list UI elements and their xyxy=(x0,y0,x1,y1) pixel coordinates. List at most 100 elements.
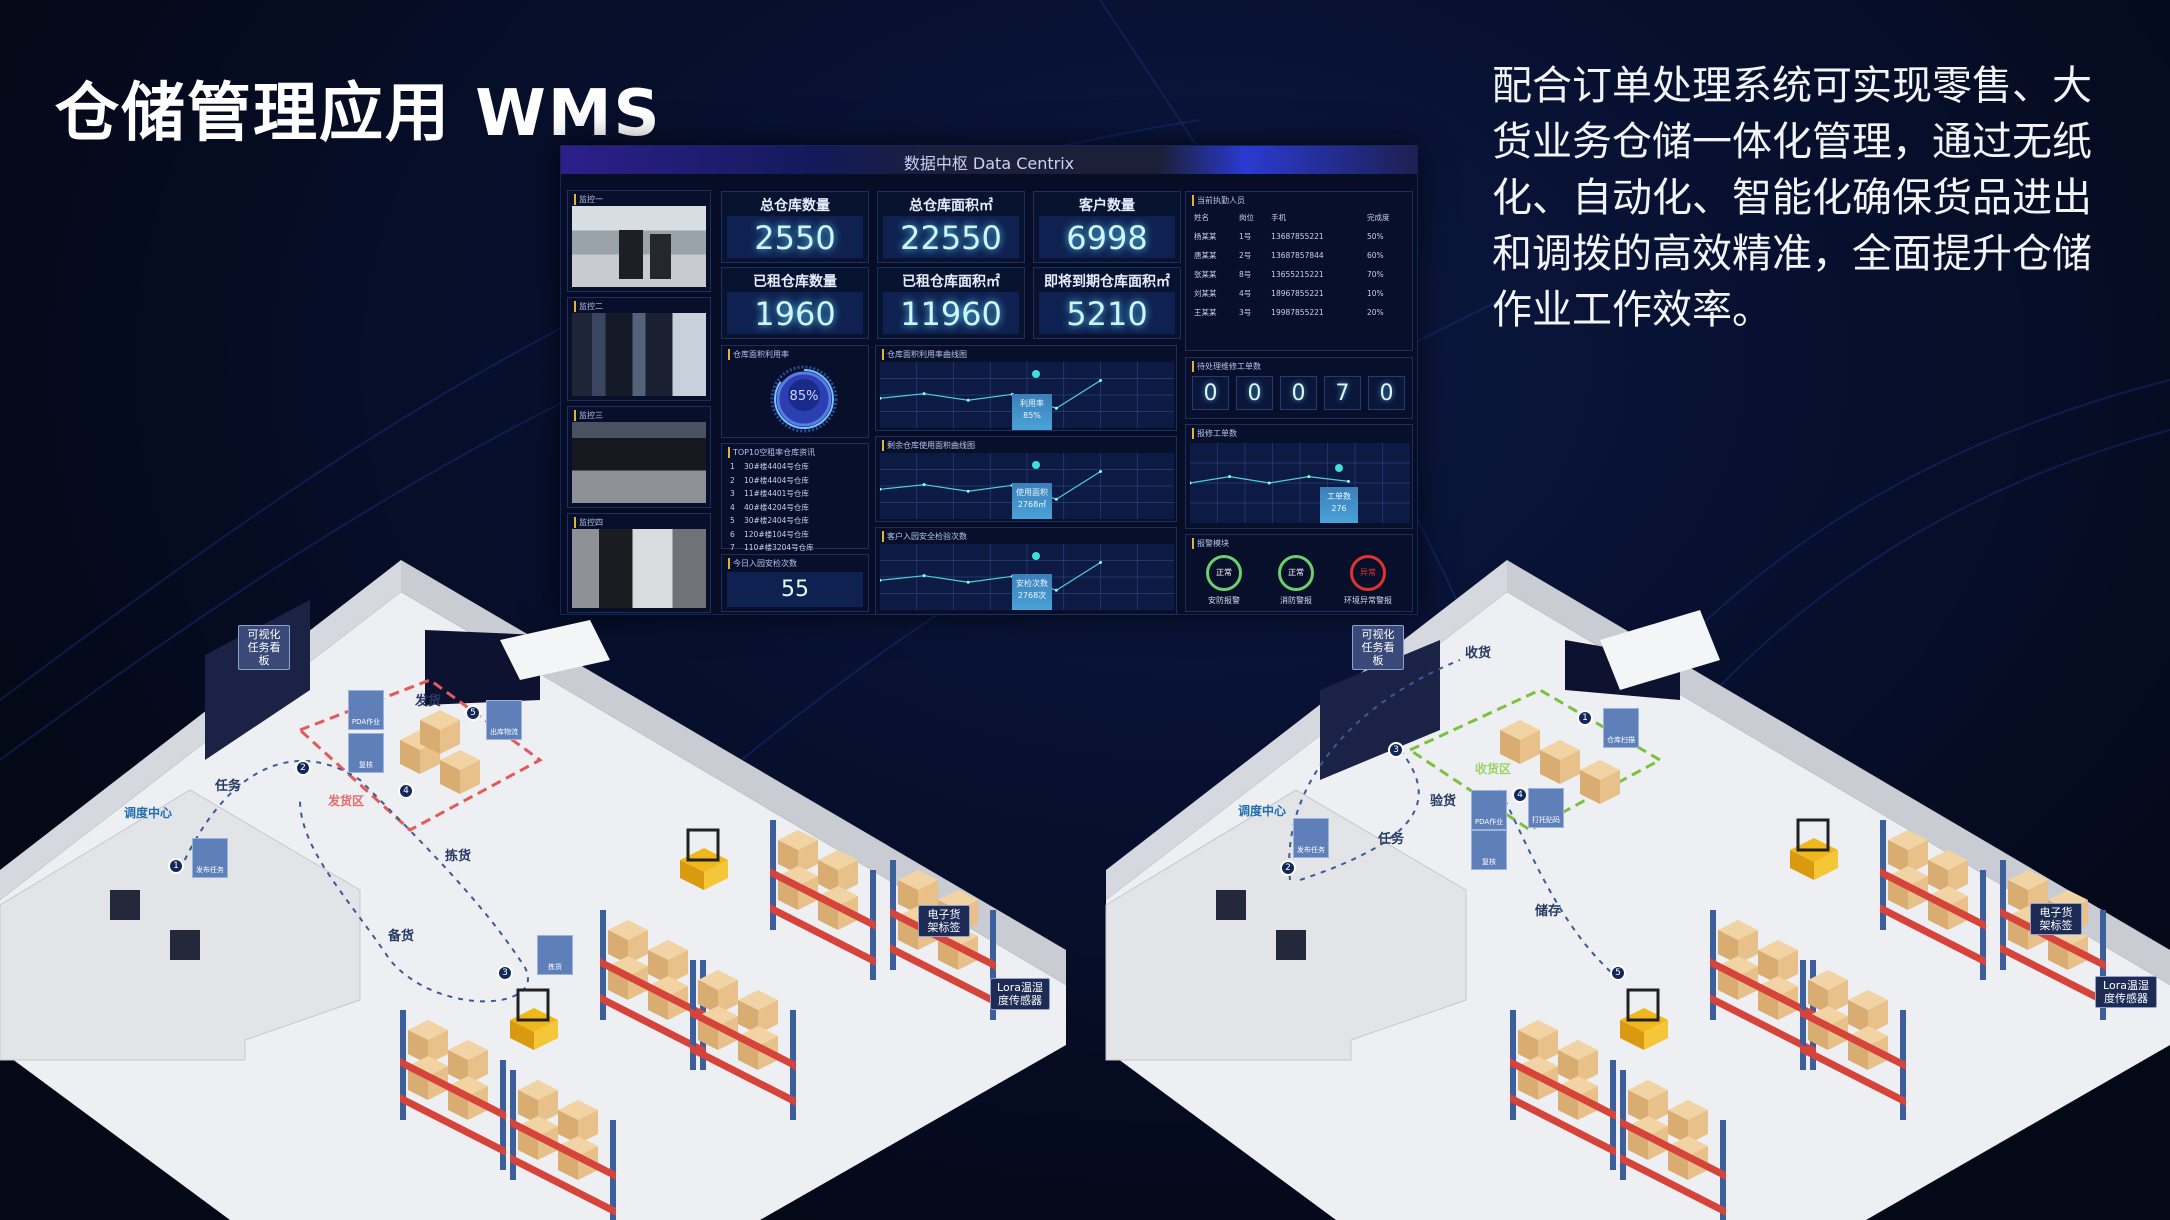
pending-digit: 0 xyxy=(1192,376,1229,410)
highlight-point xyxy=(1335,464,1343,472)
step-marker: 3 xyxy=(497,965,513,981)
description-text: 配合订单处理系统可实现零售、大货业务仓储一体化管理，通过无纸化、自动化、智能化确… xyxy=(1492,63,2092,333)
shelf-tag-label: 电子货架标签 xyxy=(2030,903,2082,935)
data-point xyxy=(880,578,882,582)
pending-digit: 0 xyxy=(1368,376,1405,410)
flow-label: 收货 xyxy=(1465,646,1492,661)
alarm-label: 消防警报 xyxy=(1280,596,1312,605)
dispatch-center-label: 调度中心 xyxy=(124,806,173,820)
data-point xyxy=(922,483,926,487)
camera-panel-2[interactable]: 监控二 xyxy=(567,297,711,401)
data-point xyxy=(1190,481,1192,485)
pending-digit: 7 xyxy=(1324,376,1361,410)
data-point xyxy=(1054,406,1058,410)
step-marker: 2 xyxy=(295,760,311,776)
flow-label: 验货 xyxy=(1430,794,1457,809)
panel-title: 报修工单数 xyxy=(1192,428,1237,439)
camera-panel-3[interactable]: 监控三 xyxy=(567,406,711,508)
data-point xyxy=(966,580,970,584)
publish-task-icon: 发布任务 xyxy=(192,838,228,878)
flow-label: 发货 xyxy=(415,694,442,709)
panel-title: 仓库面积利用率 xyxy=(728,349,789,360)
data-point xyxy=(1346,479,1350,483)
utilization-panel: 仓库面积利用率 85% xyxy=(721,345,869,438)
publish-task-icon: 发布任务 xyxy=(1293,818,1329,858)
panel-title: TOP10空租率仓库资讯 xyxy=(728,447,815,458)
alarm-status-ring[interactable]: 正常 xyxy=(1206,555,1242,591)
highlight-point xyxy=(1032,552,1040,560)
data-point xyxy=(880,396,882,400)
alarm-status-ring[interactable]: 正常 xyxy=(1278,555,1314,591)
panel-title: 仓库面积利用率曲线图 xyxy=(882,349,967,360)
step-marker: 4 xyxy=(398,783,414,799)
camera-label: 监控三 xyxy=(574,410,603,421)
review-icon: 复核 xyxy=(1471,830,1507,870)
step-marker: 1 xyxy=(1577,710,1593,726)
data-point xyxy=(922,574,926,578)
outbound-icon: 出库物流 xyxy=(486,700,522,740)
dashboard-title: 数据中枢 Data Centrix xyxy=(903,154,1075,173)
receiving-zone-label: 收货区 xyxy=(1475,762,1512,776)
step-marker: 1 xyxy=(168,858,184,874)
repair-chart xyxy=(1190,443,1410,523)
pda-icon: PDA作业 xyxy=(348,690,384,730)
pending-digit: 0 xyxy=(1236,376,1273,410)
step-marker: 5 xyxy=(1610,965,1626,981)
data-point xyxy=(922,392,926,396)
shipping-zone-label: 发货区 xyxy=(328,794,365,808)
dispatch-center-label: 调度中心 xyxy=(1238,804,1287,818)
sensor-label: Lora温湿度传感器 xyxy=(2095,976,2157,1008)
camera-panel-4[interactable]: 监控四 xyxy=(567,513,711,613)
dashboard-header: 数据中枢 Data Centrix xyxy=(561,146,1417,174)
flow-label: 储存 xyxy=(1535,904,1562,919)
camera-feed xyxy=(572,206,706,287)
camera-panel-1[interactable]: 监控一 xyxy=(567,190,711,292)
alarm-label: 环境异常警报 xyxy=(1344,596,1392,605)
shelf-tag-label: 电子货架标签 xyxy=(918,905,970,937)
pda-icon: PDA作业 xyxy=(1471,790,1507,830)
step-marker: 5 xyxy=(465,705,481,721)
series-line xyxy=(880,379,1101,409)
task-board-label: 可视化任务看板 xyxy=(238,625,290,670)
panel-title: 当前执勤人员 xyxy=(1192,195,1245,206)
alarm-status-ring[interactable]: 异常 xyxy=(1350,555,1386,591)
pending-digit: 0 xyxy=(1280,376,1317,410)
alarm-label: 安防报警 xyxy=(1208,596,1240,605)
security-today-panel: 今日入园安检次数 55 xyxy=(721,554,869,612)
pallet-label-icon: 打托贴码 xyxy=(1528,788,1564,828)
data-point xyxy=(966,489,970,493)
camera-label: 监控四 xyxy=(574,517,603,528)
warehouse-right xyxy=(1105,560,2170,1220)
flow-label: 任务 xyxy=(1378,832,1405,847)
step-marker: 4 xyxy=(1512,787,1528,803)
line-chart xyxy=(880,453,1174,519)
panel-title: 今日入园安检次数 xyxy=(728,558,797,569)
table-header: 姓名岗位手机完成度 xyxy=(1194,213,1390,222)
panel-title: 待处理维修工单数 xyxy=(1192,361,1261,372)
series-line xyxy=(880,470,1101,500)
data-point xyxy=(1099,469,1102,473)
data-point xyxy=(1099,378,1102,382)
page-title: 仓储管理应用 WMS xyxy=(55,77,662,151)
data-point xyxy=(1099,560,1102,564)
